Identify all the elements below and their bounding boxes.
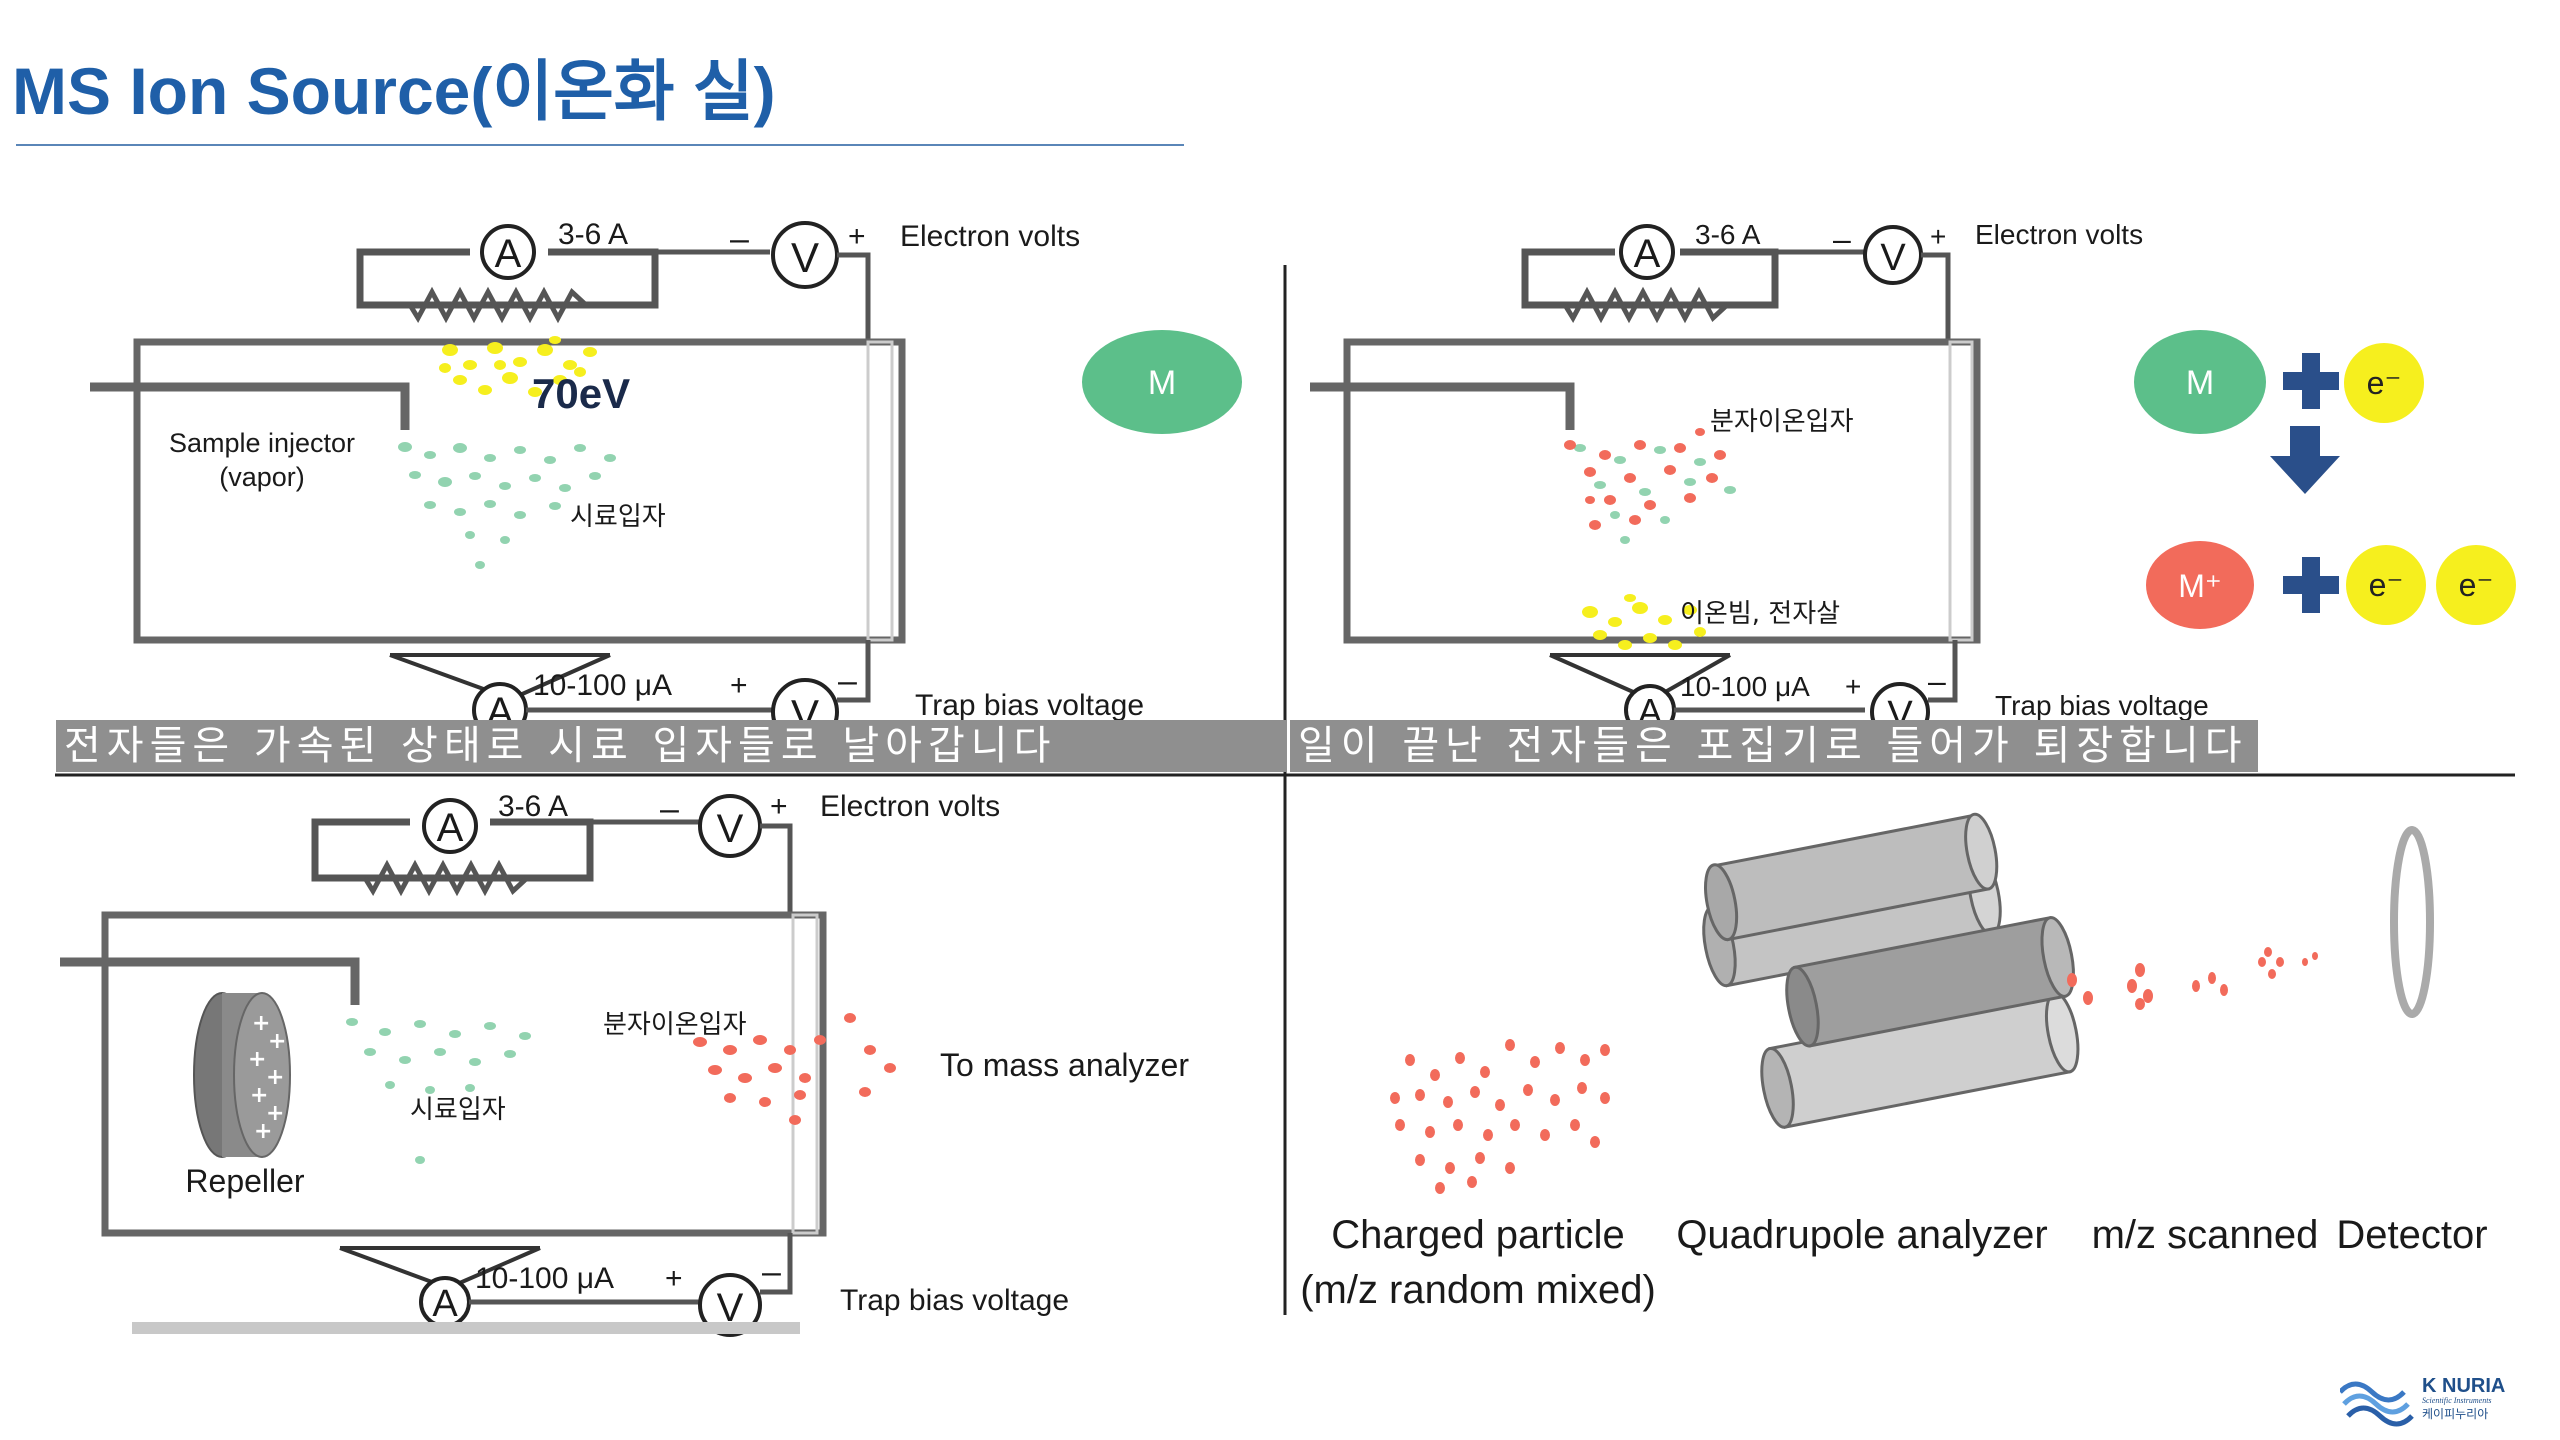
molecule-badge [1082,330,1242,434]
minus-sign: – [660,790,679,828]
ion-beam [1582,594,1706,650]
ion-particle-label: 분자이온입자 [603,1010,747,1040]
sample-particles [398,442,616,569]
plus-sign: + [770,790,788,823]
logo-brand: K NURIA [2422,1375,2505,1397]
minus-sign: – [762,1253,781,1291]
scanned-label: m/z scanned [2092,1213,2319,1257]
panel-4: Charged particle (m/z random mixed) [1300,812,2488,1312]
electron-cloud [439,336,597,397]
filament-current: 3-6 A [1695,219,1761,250]
svg-text:+: + [254,1119,272,1144]
electron-volts-label: Electron volts [900,220,1080,253]
electron-label: e⁻ [2369,567,2404,603]
sample-particle-label: 시료입자 [410,1095,506,1125]
electron-label: e⁻ [2459,567,2494,603]
plus-sign: + [848,220,866,253]
caption-panel-2: 일이 끝난 전자들은 포집기로 들어가 퇴장합니다 [1290,720,2258,772]
svg-text:+: + [248,1047,266,1072]
panel-2: A 3-6 A – V + Electron volts 분자이온입자 이온빔,… [1310,219,2516,742]
detector-ring [2390,826,2434,1018]
svg-text:+: + [268,1029,286,1054]
molecule-label: M [2186,364,2214,402]
ammeter-label: A [1634,232,1661,276]
ion-particle-label: 분자이온입자 [1710,407,1854,437]
trap-bias-label: Trap bias voltage [915,689,1144,722]
trap-current: 10-100 μA [533,669,672,702]
kpnuria-logo: K NURIA Scientific Instruments 케이피누리아 [2340,1375,2505,1427]
svg-text:+: + [252,1011,270,1036]
trap-current: 10-100 μA [475,1262,614,1295]
ammeter-icon [422,798,478,854]
electron-label: e⁻ [2367,365,2402,401]
trap-voltmeter-icon [698,1273,762,1337]
title-divider [16,144,1184,146]
filament-current: 3-6 A [558,218,628,251]
minus-sign: – [838,662,857,700]
caption-panel-1: 전자들은 가속된 상태로 시료 입자들로 날아갑니다 [56,720,1286,772]
ammeter-label: A [437,806,464,850]
electron-badge [2436,545,2516,625]
voltmeter-label: V [717,807,744,851]
voltmeter-label: V [791,234,819,281]
detector-label: Detector [2336,1213,2487,1257]
beam-label: 이온빔, 전자살 [1680,599,1840,629]
minus-sign: – [1833,221,1851,257]
mixed-particles [1564,428,1736,544]
svg-text:+: + [266,1065,284,1090]
svg-text:+: + [250,1083,268,1108]
repeller-label: Repeller [185,1163,305,1199]
cropped-caption-bar [132,1322,800,1334]
plus-sign: + [1845,671,1861,702]
plus-icon [2283,353,2339,409]
logo-korean: 케이피누리아 [2422,1407,2488,1421]
panel-3: A 3-6 A – V + Electron volts +++++++ Rep… [60,790,1189,1337]
ammeter-icon [480,224,536,280]
energy-label: 70eV [532,370,630,417]
trap-bias-label: Trap bias voltage [1995,690,2209,721]
injector-state: (vapor) [219,462,305,492]
injector-label: Sample injector [169,428,355,458]
molecular-ion-badge [2146,541,2254,629]
charged-particle-label: Charged particle [1331,1213,1625,1257]
plus-icon [2283,557,2339,613]
down-arrow-icon [2270,426,2340,494]
voltmeter-label: V [1880,237,1906,279]
molecular-ion-label: M⁺ [2178,568,2222,604]
minus-sign: – [730,220,749,258]
plus-sign: + [730,669,748,702]
plus-sign: + [1930,221,1946,252]
to-analyzer-label: To mass analyzer [940,1047,1189,1083]
trap-ammeter-label: A [432,1283,458,1325]
filament-current: 3-6 A [498,790,568,823]
plus-sign: + [665,1262,683,1295]
charged-particles [1390,1039,1610,1194]
molecule-label: M [1148,364,1176,402]
minus-sign: – [1928,663,1946,699]
ammeter-icon [1619,224,1675,280]
logo-tagline: Scientific Instruments [2422,1396,2492,1405]
svg-text:+: + [266,1101,284,1126]
panel-1: A 3-6 A – V + Electron volts 70eV Sample… [90,218,1242,746]
page-title: MS Ion Source(이온화 실) [12,54,776,128]
electron-badge [2346,545,2426,625]
electron-volts-label: Electron volts [1975,219,2143,250]
ion-particles [693,1013,896,1125]
charged-particle-note: (m/z random mixed) [1300,1268,1656,1312]
ammeter-label: A [495,232,522,276]
quadrupole-label: Quadrupole analyzer [1676,1213,2047,1257]
trap-current: 10-100 μA [1680,671,1810,702]
electron-volts-label: Electron volts [820,790,1000,823]
quadrupole-rods [1702,812,2080,1129]
trap-bias-label: Trap bias voltage [840,1284,1069,1317]
sample-particle-label: 시료입자 [570,502,666,532]
electron-badge [2344,343,2424,423]
molecule-badge [2134,330,2266,434]
scanned-particles [2067,947,2318,1010]
sample-particles [346,1018,531,1164]
repeller-plate: +++++++ [193,992,291,1158]
